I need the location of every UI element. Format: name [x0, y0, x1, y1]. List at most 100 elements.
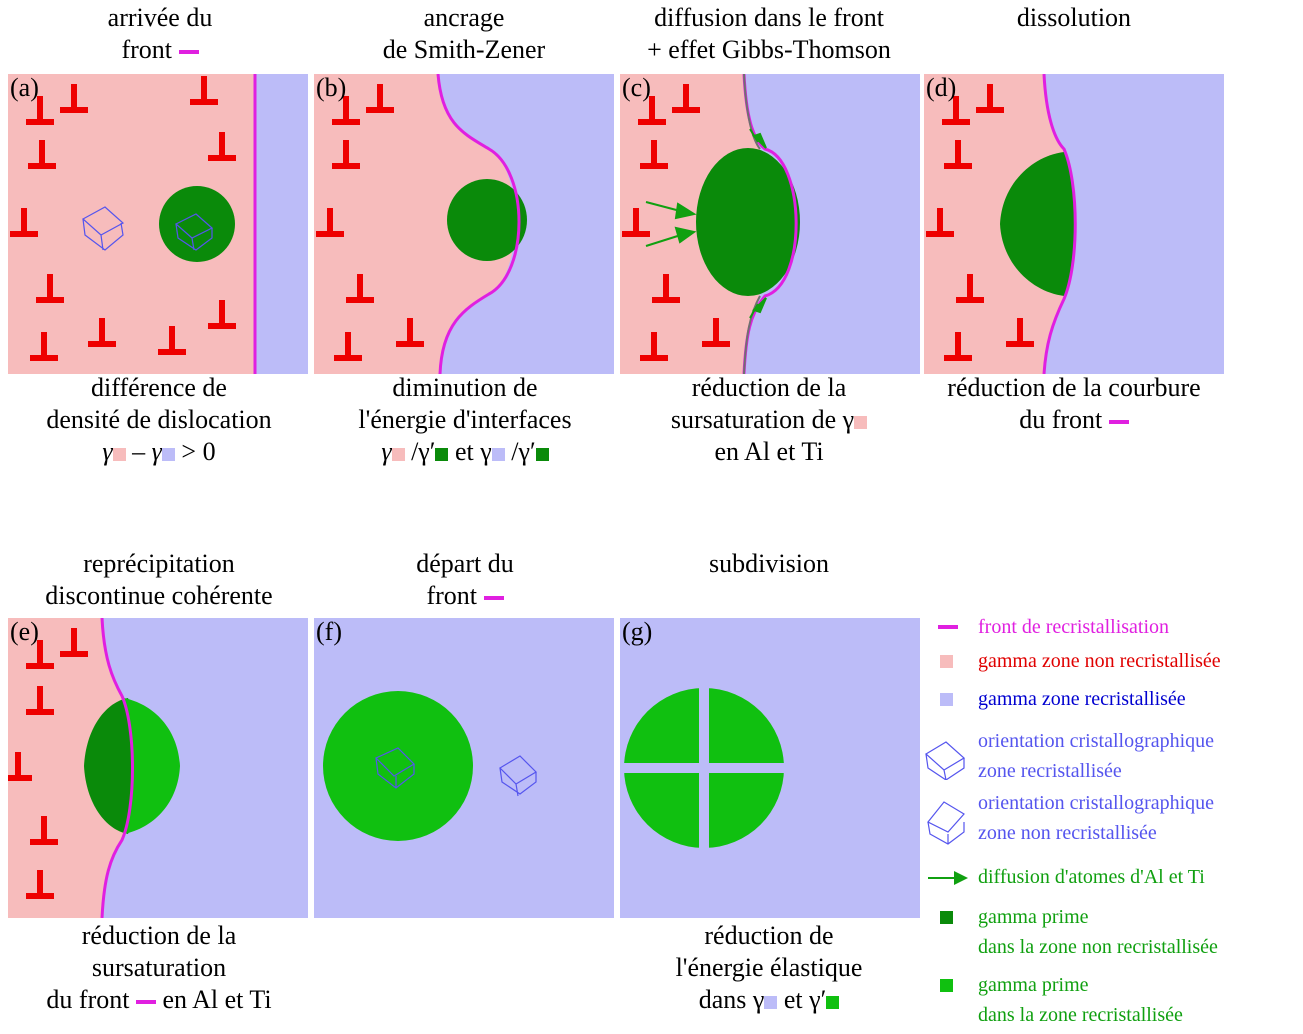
cube-icon: [81, 206, 125, 251]
dislocation-icon: [942, 96, 970, 125]
panel-c-caption-line2: sursaturation de γ: [614, 404, 924, 436]
panel-b: (b): [314, 74, 614, 374]
gamma-prime-symbol: /γ′: [411, 437, 436, 466]
panel-g: (g): [620, 618, 920, 918]
dark-green-square-icon: [435, 447, 449, 461]
dislocation-icon: [26, 640, 54, 669]
dislocation-icon: [26, 870, 54, 899]
dislocation-icon: [332, 140, 360, 169]
panel-g-caption-line2: l'énergie élastique: [675, 953, 863, 982]
dark-green-square-icon: [940, 911, 953, 924]
cube-icon: [374, 747, 415, 789]
dislocation-icon: [346, 274, 374, 303]
dark-green-square-icon: [535, 447, 549, 461]
panel-e-label: (e): [10, 618, 39, 646]
panel-g-label: (g): [622, 618, 653, 646]
legend-label: diffusion d'atomes d'Al et Ti: [978, 866, 1205, 888]
panel-f-title-line1: départ du: [416, 549, 514, 578]
legend-label: gamma prime dans la zone non recristalli…: [978, 902, 1218, 962]
panel-e-title-line2: discontinue cohérente: [45, 581, 273, 610]
panel-d-caption: réduction de la courbure du front: [914, 372, 1234, 436]
panel-e-caption-tail: en Al et Ti: [162, 985, 272, 1014]
dislocation-icon: [8, 752, 32, 781]
dislocation-icon: [158, 326, 186, 355]
panel-a-title-front: front: [121, 35, 173, 64]
panel-b-caption-line2: l'énergie d'interfaces: [358, 405, 572, 434]
panel-g-title: subdivision: [614, 548, 924, 580]
panel-f-title: départ du front: [310, 548, 620, 612]
dislocation-icon: [944, 332, 972, 361]
legend-label: gamma zone non recristallisée: [978, 650, 1221, 672]
front-swatch-icon: [1108, 420, 1129, 425]
blue-square-icon: [764, 995, 778, 1009]
subdivision-gap-horizontal: [620, 763, 790, 773]
panel-a-label: (a): [10, 74, 39, 102]
panel-c-label: (c): [622, 74, 651, 102]
legend-label-line2: zone non recristallisée: [978, 822, 1157, 844]
panel-a-drawing: [8, 74, 308, 374]
dislocation-icon: [36, 274, 64, 303]
magenta-line-icon: [938, 625, 958, 629]
pink-square-icon: [391, 447, 405, 461]
gamma-symbol: γ: [151, 437, 162, 466]
panel-d-caption-line2: du front: [914, 404, 1234, 436]
panel-e-caption-line3: du front en Al et Ti: [4, 984, 314, 1016]
legend-label-line1: gamma prime: [978, 906, 1089, 928]
panel-c-caption-line3: en Al et Ti: [714, 437, 824, 466]
panel-c-caption: réduction de la sursaturation de γ en Al…: [614, 372, 924, 468]
panel-g-caption-line1: réduction de: [704, 921, 834, 950]
panel-b-caption-line3: γ /γ′ et γ /γ′: [310, 436, 620, 468]
legend-label-line1: orientation cristallographique: [978, 792, 1215, 814]
panel-b-drawing: [314, 74, 614, 374]
dislocation-icon: [366, 84, 394, 113]
dislocation-icon: [208, 300, 236, 329]
dislocation-icon: [976, 84, 1004, 113]
panel-d-title-line1: dissolution: [1016, 3, 1132, 32]
green-arrow-icon: [928, 871, 968, 885]
dislocation-icon: [208, 132, 236, 161]
panel-a-title-line1: arrivée du: [107, 3, 213, 32]
cube-icon: [174, 213, 214, 251]
panel-b-caption-line1: diminution de: [392, 373, 538, 402]
diffusion-arrows: [645, 128, 767, 319]
dislocation-icon: [396, 318, 424, 347]
panel-e-drawing: [8, 618, 308, 918]
panel-c-drawing: [620, 74, 920, 374]
gamma-prime-precipitate-recrystallized: [124, 698, 180, 834]
panel-e-title-line1: reprécipitation: [83, 549, 235, 578]
panel-f: (f): [314, 618, 614, 918]
cube-icon: [499, 755, 537, 797]
dislocation-icon: [640, 332, 668, 361]
legend-label-line1: gamma prime: [978, 974, 1089, 996]
light-green-square-icon: [940, 979, 953, 992]
gamma-prime-symbol: /γ′: [511, 437, 536, 466]
front-swatch-icon: [135, 1000, 156, 1005]
dislocation-icon: [316, 208, 344, 237]
legend-label: orientation cristallographique zone recr…: [978, 726, 1214, 786]
dislocation-icon: [944, 140, 972, 169]
legend-label: orientation cristallographique zone non …: [978, 788, 1214, 848]
dislocation-icon: [30, 332, 58, 361]
inequality: > 0: [181, 437, 216, 466]
panel-a-caption-line3: γ – γ > 0: [4, 436, 314, 468]
legend-label: gamma prime dans la zone recristallisée: [978, 970, 1183, 1030]
dislocation-icon: [26, 96, 54, 125]
gamma-prime-precipitate: [159, 186, 235, 262]
light-green-square-icon: [826, 995, 840, 1009]
dislocation-icon: [26, 686, 54, 715]
panel-a-title: arrivée du front: [10, 2, 310, 66]
legend-label-line2: dans la zone non recristallisée: [978, 936, 1218, 958]
dislocation-icon: [60, 84, 88, 113]
panel-g-drawing: [620, 618, 920, 918]
panel-b-title-line2: de Smith-Zener: [382, 35, 546, 64]
panel-a: (a): [8, 74, 308, 374]
panel-b-title: ancrage de Smith-Zener: [314, 2, 614, 66]
panel-a-caption-line1: différence de: [91, 373, 227, 402]
cube-icon: [927, 801, 965, 845]
front-line: [436, 74, 521, 374]
front-line: [1042, 74, 1077, 374]
dislocation-icon: [956, 274, 984, 303]
panel-g-title-line1: subdivision: [709, 549, 829, 578]
panel-d-label: (d): [926, 74, 957, 102]
panel-b-title-line1: ancrage: [423, 3, 505, 32]
